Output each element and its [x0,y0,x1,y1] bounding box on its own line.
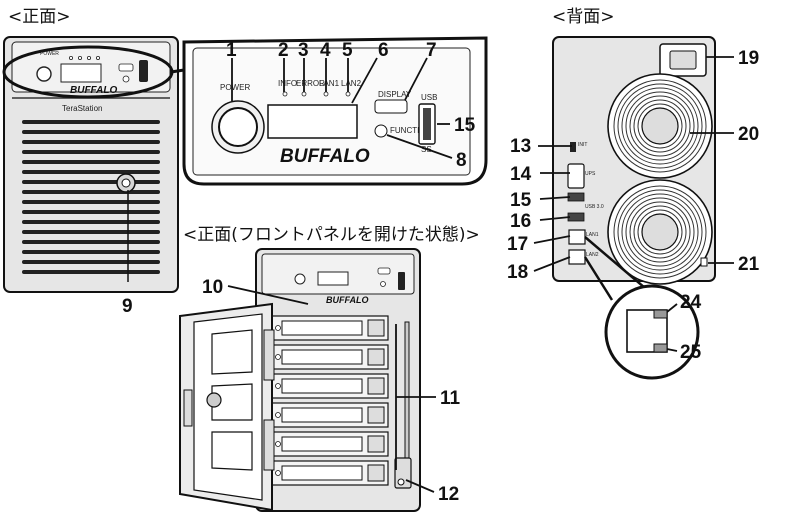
svg-text:USB: USB [421,93,437,102]
callout-8: 8 [456,150,467,171]
panel-brand: BUFFALO [280,146,370,167]
vent-slot [22,240,160,244]
vent-slot [22,170,160,174]
callout-11: 11 [440,388,461,409]
svg-text:LAN2: LAN2 [586,252,599,258]
front-open-unit: BUFFALO [255,248,421,512]
callout-20: 20 [738,124,759,145]
vent-slot [22,120,160,124]
vent-slot [22,270,160,274]
svg-text:DISPLAY: DISPLAY [378,90,412,99]
svg-text:USB 3.0: USB 3.0 [585,204,604,210]
panel-power-label: POWER [220,83,250,92]
callout-19: 19 [738,48,759,69]
drive-bay[interactable] [271,344,389,370]
caption-front: <正面> [8,7,71,27]
vent-slot [22,130,160,134]
callout-10: 10 [202,277,223,298]
callout-24: 24 [680,292,702,313]
rear-lan2-port[interactable] [568,249,586,265]
callout-5: 5 [342,40,353,61]
svg-text:INIT: INIT [578,142,587,148]
lan-port-detail [583,236,700,380]
back-unit: INIT UPS USB 3.0 LAN1 LAN2 [552,36,716,285]
svg-text:INFO: INFO [278,79,297,88]
security-slot [700,257,708,267]
drive-bay[interactable] [271,460,389,486]
panel-callout-lines [231,57,453,159]
callout-17: 17 [507,234,528,255]
act-led [653,343,668,353]
callout-21: 21 [738,254,760,275]
open-front-door[interactable] [179,302,275,512]
vent-slot [22,250,160,254]
drive-bay[interactable] [271,315,389,341]
callout-6: 6 [378,40,389,61]
callout-15-front: 15 [454,115,476,136]
callout-15: 15 [510,190,532,211]
vent-slot [22,260,160,264]
rear-init-button[interactable] [570,142,576,152]
back-callout-lines [533,56,734,272]
rear-usb-2[interactable] [567,212,585,222]
rear-usb-1[interactable] [567,192,585,202]
front-lcd [60,63,102,83]
link-led [653,309,668,319]
front-model: TeraStation [62,104,102,113]
callout-4: 4 [320,40,331,61]
svg-text:POWER: POWER [40,51,59,57]
vent-slot [22,140,160,144]
front-brand: BUFFALO [70,85,117,96]
front-power-button[interactable] [36,66,52,82]
error-led [301,91,307,97]
vent-slot [22,150,160,154]
drive-bay[interactable] [271,431,389,457]
drive-bay[interactable] [271,373,389,399]
info-led [282,91,288,97]
vent-slot [22,200,160,204]
svg-text:LAN1: LAN1 [586,232,599,238]
caption-front-open: <正面(フロントパネルを開けた状態)> [183,225,480,245]
ups-port[interactable] [567,163,585,189]
callout-3: 3 [298,40,309,61]
panel-lcd [267,104,358,139]
open-brand: BUFFALO [326,295,369,305]
open-callout-lines [227,285,436,493]
vent-slot [22,220,160,224]
vent-slot [22,210,160,214]
vent-slot [22,230,160,234]
svg-text:UPS: UPS [585,171,596,177]
function-button[interactable] [374,124,388,138]
callout-25: 25 [680,342,702,363]
svg-text:LAN1: LAN1 [319,79,340,88]
display-button[interactable] [374,99,408,114]
callout-1: 1 [226,40,237,61]
rear-lan1-port[interactable] [568,229,586,245]
front-unit: POWER BUFFALO TeraStation [3,36,179,293]
callout-13: 13 [510,136,531,157]
lan2-led [345,91,351,97]
callout-18: 18 [507,262,528,283]
callout-12: 12 [438,484,459,505]
svg-text:ERROR: ERROR [296,79,325,88]
svg-text:LAN2: LAN2 [341,79,362,88]
callout-9: 9 [122,296,133,317]
vent-slot [22,160,160,164]
callout-7: 7 [426,40,437,61]
vent-slot [22,180,160,184]
callout-2: 2 [278,40,289,61]
callout-14: 14 [510,164,532,185]
caption-back: <背面> [552,7,615,27]
vent-slot [22,190,160,194]
svg-text:FUNCTION: FUNCTION [390,126,432,135]
callout-numbers: 1 2 3 4 5 6 7 8 9 10 11 12 13 14 15 15 1… [122,40,760,505]
callout-16: 16 [510,211,531,232]
lan1-led [323,91,329,97]
panel-detail: POWER INFO ERROR LAN1 LAN2 DISPLAY FUNCT… [182,36,488,186]
drive-bay[interactable] [271,402,389,428]
